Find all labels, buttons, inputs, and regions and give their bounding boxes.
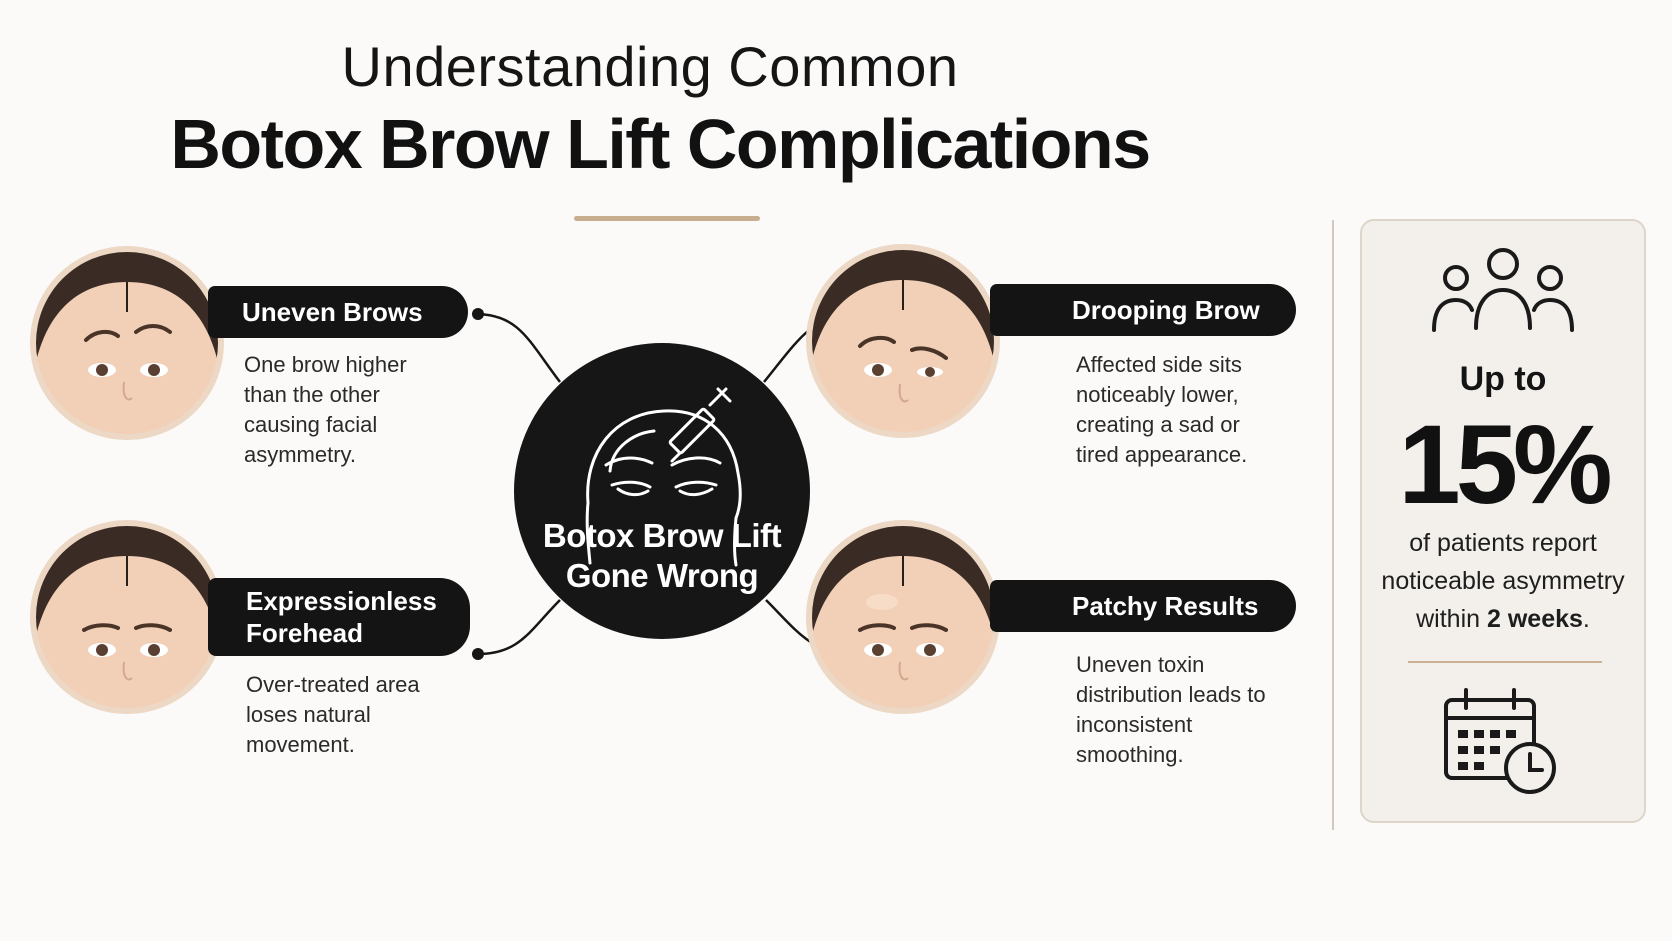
stat-emphasis: 2 weeks	[1487, 605, 1583, 633]
calendar-clock-icon	[1444, 688, 1556, 794]
stat-text: of patients report noticeable asymmetry …	[1381, 529, 1625, 633]
title-line-2: Botox Brow Lift Complications	[170, 105, 1151, 183]
face-outline-syringe-icon	[585, 387, 742, 567]
connector-top-left	[477, 312, 561, 383]
face-illustration-drooping	[806, 244, 1000, 438]
connector-bottom-left	[477, 599, 561, 656]
center-disc	[514, 343, 810, 639]
title-underline	[574, 216, 760, 221]
complication-desc-patchy-results: Uneven toxin distribution leads to incon…	[1076, 652, 1266, 767]
face-illustration-uneven	[30, 246, 224, 440]
vertical-divider	[1332, 220, 1334, 830]
complication-title-drooping-brow: Drooping Brow	[990, 284, 1296, 336]
stat-card	[1360, 219, 1646, 823]
people-group-icon	[1432, 248, 1574, 332]
complication-desc-expressionless-forehead: Over-treated area loses natural movement…	[246, 672, 420, 757]
face-illustration-patchy	[806, 520, 1000, 714]
connector-dot-bottom-left	[472, 648, 484, 660]
complication-desc-drooping-brow: Affected side sits noticeably lower, cre…	[1076, 352, 1248, 467]
stat-divider	[1408, 661, 1602, 663]
complication-title-uneven-brows: Uneven Brows	[208, 286, 468, 338]
complication-title-patchy-results: Patchy Results	[990, 580, 1296, 632]
stat-prefix: Up to	[1459, 360, 1547, 398]
connector-dot-top-left	[472, 308, 484, 320]
stat-value: 15%	[1398, 402, 1612, 527]
complication-title-expressionless-forehead: Expressionless Forehead	[208, 578, 470, 656]
center-label: Botox Brow Lift Gone Wrong	[542, 517, 782, 594]
title-line-1: Understanding Common	[341, 35, 959, 98]
complication-desc-uneven-brows: One brow higher than the other causing f…	[244, 352, 407, 467]
face-illustration-expressionless	[30, 520, 224, 714]
